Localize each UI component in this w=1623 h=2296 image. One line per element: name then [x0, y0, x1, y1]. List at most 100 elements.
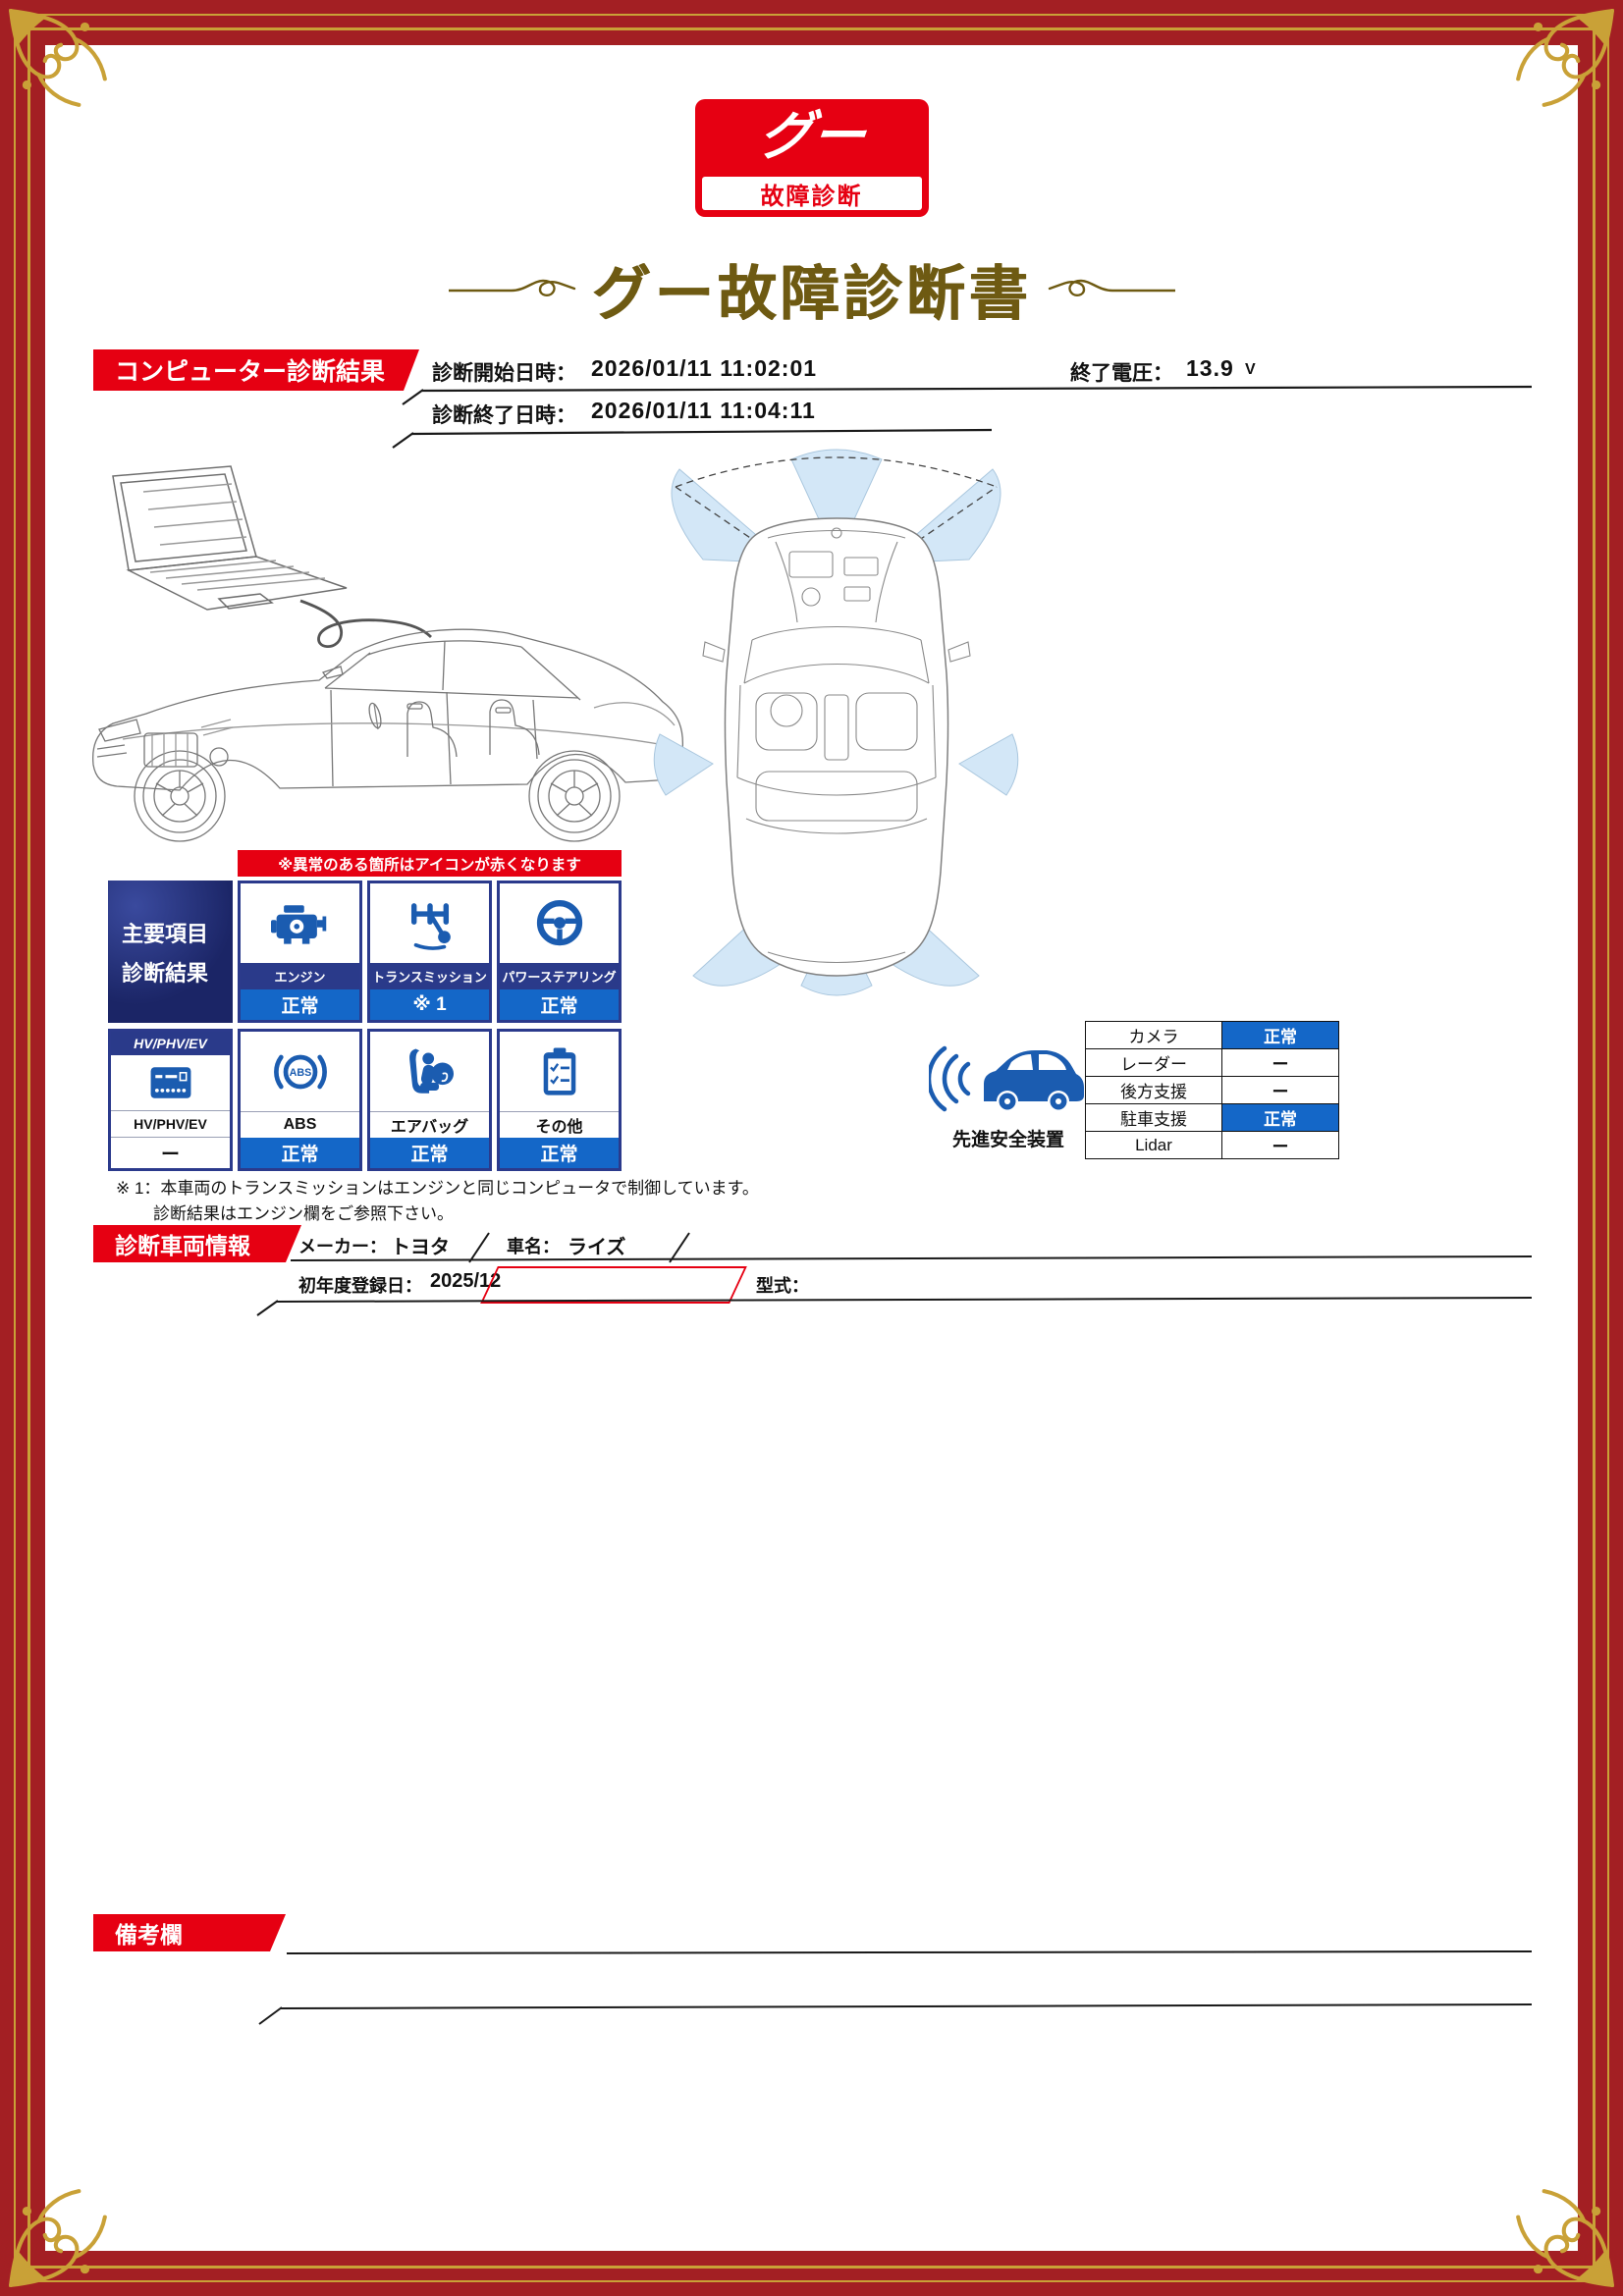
- item-status: 正常: [241, 1138, 359, 1168]
- hv-icon-area: [111, 1055, 230, 1110]
- footnote-line2: 診断結果はエンジン欄をご参照下さい。: [153, 1204, 454, 1224]
- first-registration-value: 2025/12: [430, 1270, 502, 1292]
- item-label: トランスミッション: [370, 963, 489, 989]
- corner-ornament-icon: [9, 9, 107, 107]
- airbag-icon: [408, 1047, 454, 1094]
- car-side-illustration: [91, 628, 684, 842]
- item-label: パワーステアリング: [500, 963, 619, 989]
- report-page: グー 故障診断 グー故障診断書 コンピューター診断結果 診断開始日時： 2026…: [45, 45, 1578, 2251]
- adas-table: カメラ 正常 レーダー ー 後方支援 ー 駐車支援 正常 Lidar ー: [1085, 1021, 1339, 1159]
- item-airbag: エアバッグ 正常: [367, 1029, 492, 1171]
- page-title: グー故障診断書: [591, 261, 1032, 327]
- item-label: その他: [500, 1111, 619, 1138]
- adas-row: 駐車支援 正常: [1085, 1103, 1339, 1132]
- start-datetime-value: 2026/01/11 11:02:01: [591, 355, 818, 381]
- engine-icon-area: [241, 883, 359, 963]
- car-top-illustration: [653, 449, 1019, 996]
- item-status: 正常: [500, 989, 619, 1020]
- maker-value: トヨタ: [391, 1237, 450, 1258]
- item-other: その他 正常: [497, 1029, 622, 1171]
- end-voltage-unit: V: [1245, 361, 1256, 378]
- abs-icon: ABS: [273, 1054, 327, 1089]
- flourish-right-icon: [1048, 279, 1175, 296]
- item-abs: ABS ABS 正常: [238, 1029, 362, 1171]
- adas-status: 正常: [1221, 1021, 1339, 1049]
- corner-ornament-icon: [1516, 2189, 1614, 2287]
- diagnosis-rule-lines: [392, 385, 1533, 449]
- car-top-body: [724, 517, 949, 977]
- summary-header: 主要項目 診断結果: [108, 881, 233, 1023]
- start-datetime-label: 診断開始日時：: [432, 362, 576, 385]
- item-label: エアバッグ: [370, 1111, 489, 1138]
- logo-caption-bar: 故障診断: [701, 177, 922, 210]
- corner-ornament-icon: [9, 2189, 107, 2287]
- item-status: 正常: [500, 1138, 619, 1168]
- item-status: ※ 1: [370, 989, 489, 1020]
- goo-logo: グー 故障診断: [694, 99, 929, 217]
- rear-wheel: [528, 750, 621, 842]
- item-status: 正常: [241, 989, 359, 1020]
- item-power-steering: パワーステアリング 正常: [497, 881, 622, 1023]
- flourish-left-icon: [448, 279, 575, 296]
- adas-name: Lidar: [1085, 1131, 1222, 1159]
- engine-icon: [270, 904, 326, 944]
- adas-name: カメラ: [1085, 1021, 1222, 1049]
- end-datetime-value: 2026/01/11 11:04:11: [591, 398, 816, 423]
- logo-mark: グー: [755, 107, 868, 166]
- maker-label: メーカー：: [298, 1237, 387, 1256]
- abs-icon-area: ABS: [241, 1032, 359, 1111]
- hv-battery-icon: [150, 1067, 190, 1098]
- transmission-icon: [410, 902, 451, 950]
- steering-icon-area: [500, 883, 619, 963]
- remarks-rule-lines: [258, 1950, 1533, 2025]
- car-name-label: 車名：: [507, 1237, 560, 1256]
- section-banner-vehicle-info: 診断車両情報: [93, 1225, 301, 1262]
- adas-row: 後方支援 ー: [1085, 1076, 1339, 1104]
- transmission-icon-area: [370, 883, 489, 963]
- model-code-label: 型式：: [756, 1276, 809, 1296]
- section-title: コンピューター診断結果: [115, 358, 386, 386]
- end-voltage-value: 13.9: [1186, 355, 1234, 381]
- footnote-line1: ※ 1：本車両のトランスミッションはエンジンと同じコンピュータで制御しています。: [116, 1179, 759, 1198]
- front-wheel: [134, 750, 226, 842]
- steering-wheel-icon: [536, 899, 582, 945]
- airbag-icon-area: [370, 1032, 489, 1111]
- car-name-value: ライズ: [568, 1237, 626, 1258]
- adas-row: カメラ 正常: [1085, 1021, 1339, 1049]
- item-label: HV/PHV/EV: [111, 1110, 230, 1137]
- obd-cable: [299, 599, 432, 649]
- adas-car-icon: [929, 1045, 1084, 1112]
- end-datetime-label: 診断終了日時：: [432, 404, 576, 427]
- vehicle-rule-lines: [256, 1232, 1533, 1316]
- notice-bar: ※異常のある箇所はアイコンが赤くなります: [238, 850, 622, 877]
- adas-status: 正常: [1221, 1103, 1339, 1132]
- item-label: エンジン: [241, 963, 359, 989]
- adas-name: 後方支援: [1085, 1076, 1222, 1104]
- checklist-icon: [543, 1047, 575, 1095]
- adas-row: Lidar ー: [1085, 1131, 1339, 1159]
- adas-label: 先進安全装置: [951, 1130, 1064, 1150]
- hv-header: HV/PHV/EV: [111, 1032, 230, 1055]
- first-registration-label: 初年度登録日：: [298, 1276, 422, 1296]
- adas-status: ー: [1221, 1048, 1339, 1077]
- footnote: ※ 1：本車両のトランスミッションはエンジンと同じコンピュータで制御しています。…: [116, 1176, 759, 1228]
- item-label: ABS: [241, 1111, 359, 1138]
- logo-caption: 故障診断: [760, 183, 863, 210]
- other-icon-area: [500, 1032, 619, 1111]
- section-banner-remarks: 備考欄: [93, 1914, 286, 1951]
- section-title: 備考欄: [115, 1922, 183, 1948]
- section-title: 診断車両情報: [115, 1233, 250, 1258]
- section-banner-computer-diagnosis: コンピューター診断結果: [93, 349, 419, 391]
- adas-status: ー: [1221, 1076, 1339, 1104]
- summary-line1: 主要項目: [122, 921, 209, 946]
- item-engine: エンジン 正常: [238, 881, 362, 1023]
- adas-name: レーダー: [1085, 1048, 1222, 1077]
- adas-status: ー: [1221, 1131, 1339, 1159]
- title-row: グー故障診断書: [45, 246, 1578, 332]
- item-hv-phv-ev: HV/PHV/EV HV/PHV/EV ー: [108, 1029, 233, 1171]
- laptop-illustration: [112, 465, 432, 649]
- svg-text:ABS: ABS: [289, 1067, 311, 1079]
- corner-ornament-icon: [1516, 9, 1614, 107]
- diagnosis-grid: 主要項目 診断結果: [108, 881, 622, 1171]
